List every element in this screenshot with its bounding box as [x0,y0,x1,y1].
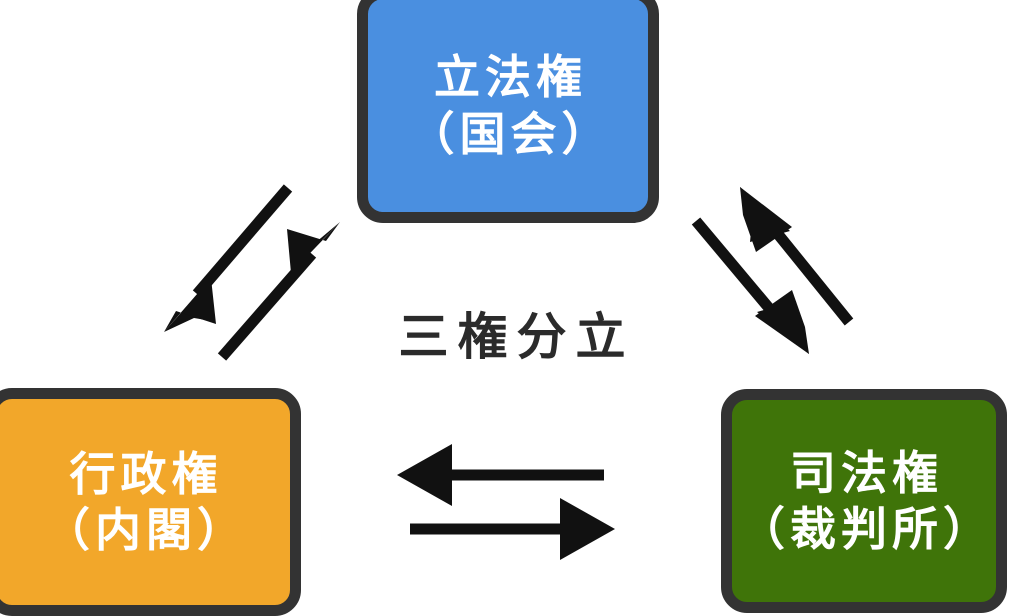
node-judicial-title: 司法権 [790,445,943,500]
node-judicial-subtitle: （裁判所） [739,502,994,556]
node-executive-subtitle: （内閣） [44,503,248,557]
node-judicial-power: 司法権 （裁判所） [721,389,1007,613]
arrow-judicial-to-legislative [740,187,854,326]
arrow-judicial-to-executive [397,444,604,506]
arrow-executive-to-legislative [217,222,340,361]
node-executive-power: 行政権 （内閣） [0,388,301,616]
arrow-legislative-to-judicial [691,217,809,354]
arrow-legislative-to-executive [164,184,293,332]
node-legislative-subtitle: （国会） [408,106,613,161]
arrow-executive-to-judicial [410,498,615,560]
node-legislative-title: 立法権 [434,50,587,105]
node-executive-title: 行政権 [69,446,223,501]
node-legislative-power: 立法権 （国会） [357,0,659,223]
center-label-separation-of-powers: 三権分立 [398,308,635,366]
